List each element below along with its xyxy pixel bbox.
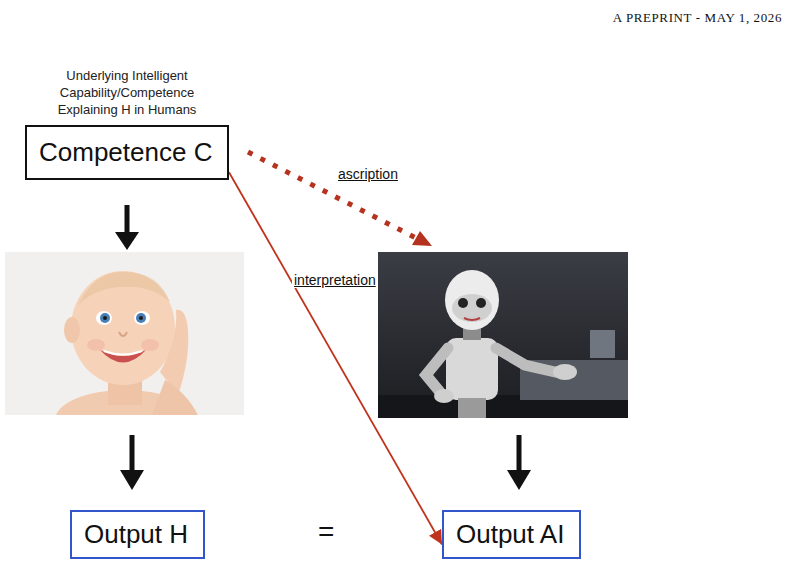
black-arrow [507, 435, 531, 490]
equals-sign: = [318, 516, 334, 548]
competence-box: Underlying Intelligent Capability/Compet… [25, 125, 229, 180]
ascription-arrow [248, 152, 432, 246]
running-header: A PREPRINT - MAY 1, 2026 [613, 10, 782, 26]
black-arrow [120, 435, 144, 490]
black-arrow [115, 205, 139, 250]
box-label: Competence C [39, 137, 215, 168]
edge-label: interpretation [292, 272, 378, 288]
robot-photo [378, 252, 628, 418]
output-box: Output H [70, 510, 205, 559]
baby-photo [5, 252, 244, 415]
box-label: Output H [84, 519, 191, 550]
interpretation-arrow [229, 172, 442, 544]
output-box: Output AI [442, 510, 581, 559]
box-label: Output AI [456, 519, 567, 550]
arrow-label: ascription [338, 166, 398, 182]
box-heading: Underlying Intelligent Capability/Compet… [47, 68, 207, 119]
